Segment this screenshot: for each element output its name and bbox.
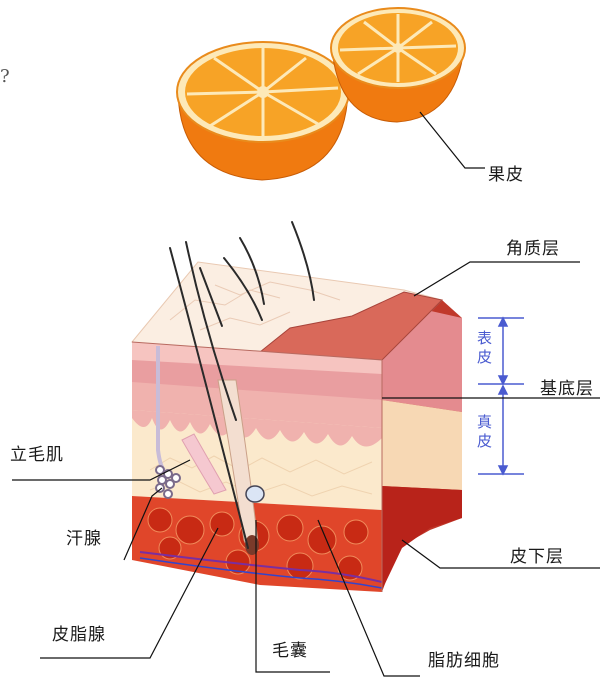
label-sebaceous-gland: 皮脂腺 <box>52 620 106 645</box>
label-subcutaneous: 皮下层 <box>510 542 564 567</box>
label-epidermis: 表皮 <box>474 330 495 368</box>
orange-right <box>331 8 465 122</box>
label-corner-mark: ? <box>0 66 11 87</box>
orange-left <box>177 42 349 180</box>
label-peel: 果皮 <box>488 160 524 185</box>
label-stratum-corneum: 角质层 <box>506 234 560 259</box>
label-arrector-pili: 立毛肌 <box>10 440 64 465</box>
label-hair-follicle: 毛囊 <box>272 636 308 661</box>
label-dermis: 真皮 <box>474 414 495 452</box>
label-sweat-gland: 汗腺 <box>66 524 102 549</box>
label-basal-layer: 基底层 <box>540 374 594 399</box>
label-fat-cells: 脂肪细胞 <box>428 646 500 671</box>
